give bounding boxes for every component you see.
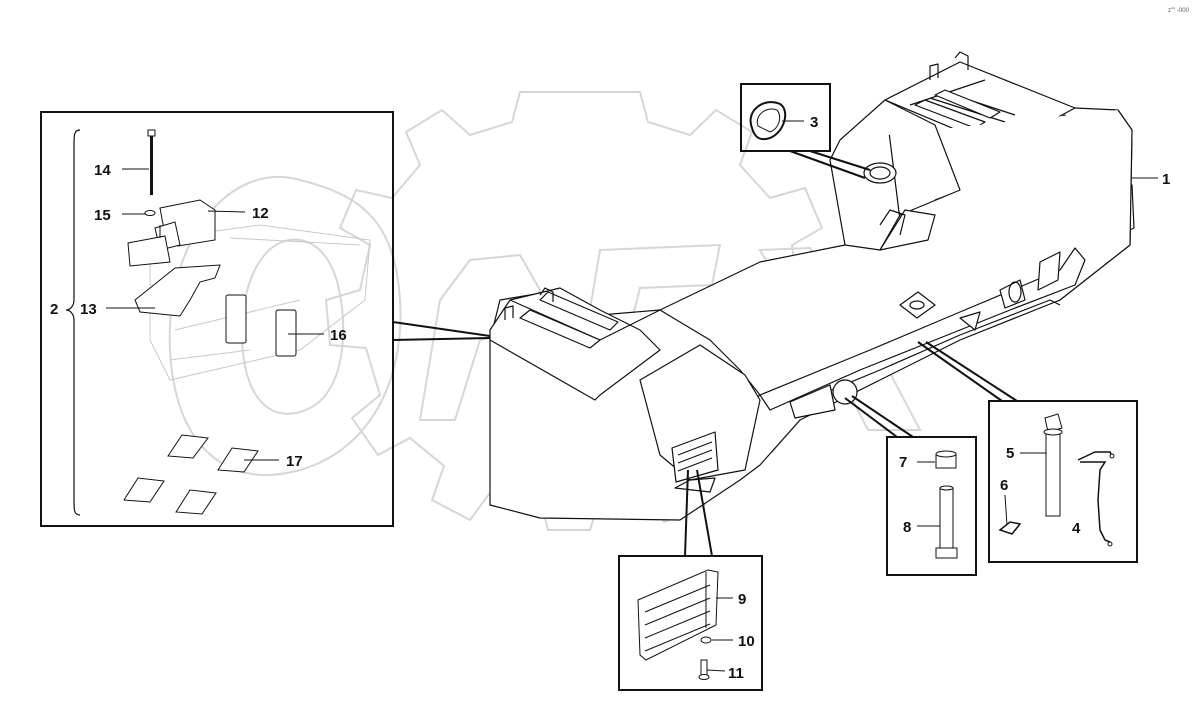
callout-labels: 1 2 3 4 5 6 7 8 9 10 11 12 13 14 15 16 1… (50, 114, 1170, 682)
part-12-bracket (127, 199, 216, 267)
callout-3: 3 (810, 114, 818, 131)
callout-5: 5 (1006, 445, 1014, 462)
inset-9-10-11 (618, 555, 763, 691)
part-11-screw (698, 659, 710, 680)
callout-9: 9 (738, 591, 746, 608)
callout-13: 13 (80, 301, 97, 318)
callout-12: 12 (252, 205, 269, 222)
callout-1: 1 (1162, 171, 1170, 188)
corner-code: z"" -000 (1168, 8, 1190, 14)
leader-lines (106, 120, 1158, 672)
callout-6: 6 (1000, 477, 1008, 494)
part-7-nut (935, 450, 957, 469)
part-16-pads (225, 294, 297, 357)
callout-2: 2 (50, 301, 58, 318)
watermark-letter-o (168, 175, 402, 476)
callout-16: 16 (330, 327, 347, 344)
connector-lines (392, 150, 1018, 557)
part-10-washer (700, 636, 712, 644)
part-14-bolt (147, 129, 156, 195)
part-4-lanyard (1077, 451, 1113, 543)
callout-14: 14 (94, 162, 111, 179)
inset-2 (40, 111, 394, 527)
callout-4: 4 (1072, 520, 1081, 537)
inset-4-5-6 (988, 400, 1138, 563)
watermark-gear (324, 91, 832, 531)
part-17-plates (123, 434, 259, 515)
counterweight (489, 51, 1135, 521)
callout-17: 17 (286, 453, 303, 470)
part-3-gasket (749, 101, 787, 141)
callout-8: 8 (903, 519, 911, 536)
part-8-bolt (935, 485, 958, 559)
part-9-grille (637, 569, 719, 661)
part-6-ring (998, 521, 1022, 535)
callout-11: 11 (728, 665, 744, 682)
inset-7-8 (886, 436, 977, 576)
callout-7: 7 (899, 454, 907, 471)
part-13-plate (134, 264, 221, 317)
part-15-washer (144, 210, 156, 216)
callout-10: 10 (738, 633, 755, 650)
callout-15: 15 (94, 207, 111, 224)
part-5-pin (1043, 413, 1063, 517)
